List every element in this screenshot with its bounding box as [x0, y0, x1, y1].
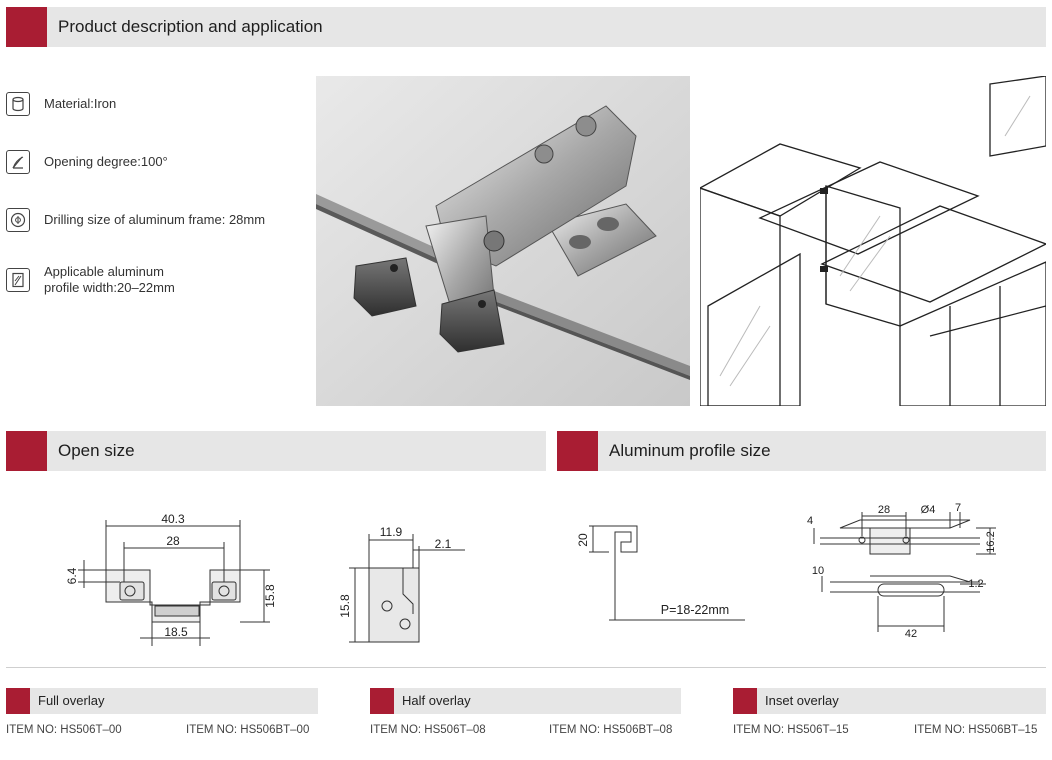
angle-icon	[6, 150, 30, 174]
section-title: Product description and application	[58, 17, 323, 36]
feature-opening: Opening degree:100°	[6, 150, 168, 174]
feature-text: Opening degree:100°	[44, 154, 168, 169]
dim-top-offset: 7	[955, 502, 961, 514]
section-header-open-size: Open size	[6, 431, 546, 471]
hinge-product-photo	[316, 76, 690, 406]
overlay-half: Half overlay	[370, 688, 681, 714]
overlay-inset: Inset overlay	[733, 688, 1046, 714]
dim-slot-depth: 1.2	[968, 578, 983, 590]
item-number: ITEM NO: HS506T–08	[370, 724, 486, 736]
dim-drill-spacing: 28	[878, 504, 890, 516]
dim-profile-height: 20	[576, 533, 590, 547]
dim-left-offset: 4	[807, 515, 813, 527]
feature-text: Drilling size of aluminum frame: 28mm	[44, 212, 266, 227]
feature-material: Material:Iron	[6, 92, 116, 116]
feature-profile: Applicable aluminum profile width:20–22m…	[6, 264, 175, 296]
dim-overall-width: 40.3	[161, 512, 185, 526]
accent-block	[733, 688, 757, 714]
overlay-full: Full overlay	[6, 688, 318, 714]
cylinder-icon	[6, 92, 30, 116]
section-title: Open size	[58, 441, 135, 460]
profile-drilling-drawing: 28 Ø4 7 4 16.2 10 1.2 42	[807, 502, 997, 640]
dim-slot-length: 42	[905, 628, 917, 640]
feature-drilling: Drilling size of aluminum frame: 28mm	[6, 208, 265, 232]
dim-profile-pitch: P=18-22mm	[661, 603, 729, 617]
overlay-title: Inset overlay	[765, 693, 839, 708]
section-header-product: Product description and application	[6, 7, 1046, 47]
dim-slot-offset: 10	[812, 565, 824, 577]
item-number: ITEM NO: HS506BT–00	[186, 724, 310, 736]
dim-left-height: 6.4	[65, 567, 79, 584]
item-number: ITEM NO: HS506T–15	[733, 724, 849, 736]
feature-text-line1: Applicable aluminum	[44, 264, 164, 279]
overlay-title: Full overlay	[38, 693, 105, 708]
dim-bottom-width: 18.5	[164, 625, 188, 639]
accent-block	[6, 7, 47, 47]
item-number: ITEM NO: HS506BT–15	[914, 724, 1038, 736]
dim-right-height: 15.8	[263, 584, 277, 608]
accent-block	[6, 431, 47, 471]
dim-side-width: 11.9	[380, 525, 403, 539]
overlay-title: Half overlay	[402, 693, 471, 708]
cabinet-application-drawing	[700, 76, 1046, 406]
accent-block	[6, 688, 30, 714]
profile-section-drawing: 20 P=18-22mm	[576, 525, 745, 621]
feature-text-line2: profile width:20–22mm	[44, 280, 175, 295]
section-title: Aluminum profile size	[609, 441, 771, 460]
accent-block	[370, 688, 394, 714]
section-divider	[6, 667, 1046, 668]
open-size-side-drawing: 11.9 2.1 15.8	[338, 525, 465, 643]
profile-icon	[6, 268, 30, 292]
drill-circle-icon	[6, 208, 30, 232]
open-size-front-drawing: 40.3 28 6.4 15.8 18.5	[65, 512, 277, 646]
dim-hole-diameter: Ø4	[921, 504, 936, 516]
section-header-profile-size: Aluminum profile size	[557, 431, 1046, 471]
dim-side-offset: 2.1	[435, 537, 452, 551]
item-number: ITEM NO: HS506T–00	[6, 724, 122, 736]
accent-block	[557, 431, 598, 471]
dim-hole-spacing: 28	[166, 534, 180, 548]
dim-side-height: 15.8	[338, 594, 352, 618]
dim-profile-depth: 16.2	[985, 531, 997, 552]
item-number: ITEM NO: HS506BT–08	[549, 724, 673, 736]
feature-text: Material:Iron	[44, 96, 117, 111]
